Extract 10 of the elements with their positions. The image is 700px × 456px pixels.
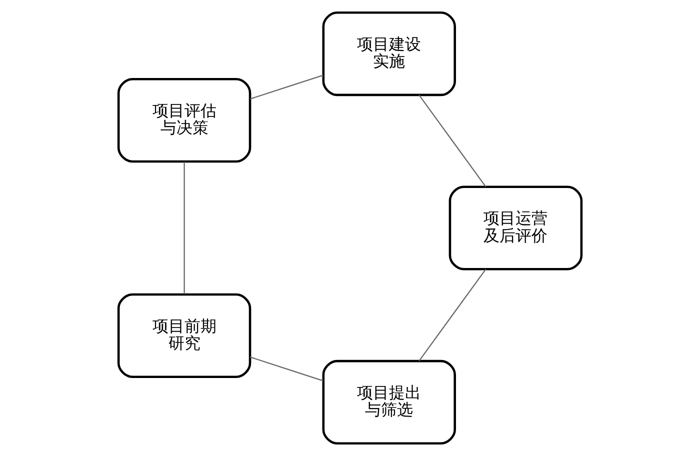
node-box: 项目评估与决策 <box>117 78 252 163</box>
connector <box>184 162 185 294</box>
node-box: 项目前期研究 <box>117 293 252 378</box>
node-box: 项目运营及后评价 <box>448 186 583 270</box>
node-box: 项目建设实施 <box>322 11 456 96</box>
connector <box>250 74 324 100</box>
connector <box>418 268 486 362</box>
connector <box>418 94 486 188</box>
connector <box>250 356 324 382</box>
node-box: 项目提出与筛选 <box>322 360 456 445</box>
